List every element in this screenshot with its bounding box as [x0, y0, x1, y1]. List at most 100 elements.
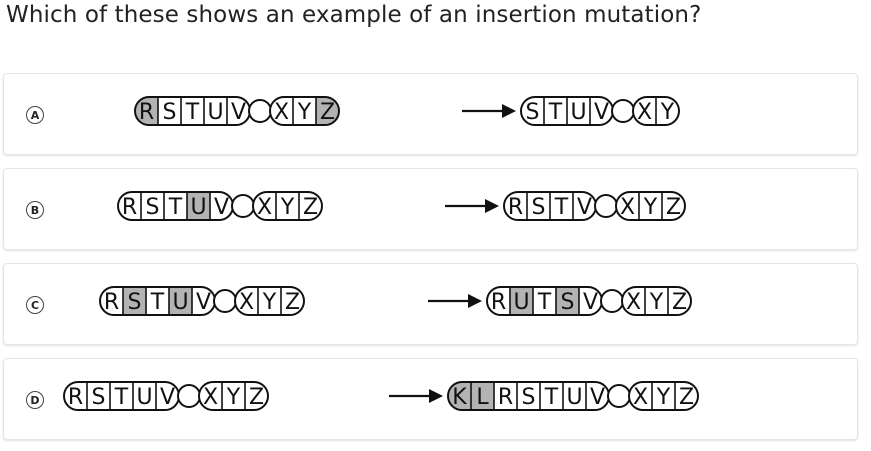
gene-letter: Y	[280, 195, 295, 220]
gene-cell	[563, 382, 586, 410]
gene-cell	[675, 382, 698, 410]
gene-cell	[253, 192, 276, 220]
gene-cell	[204, 97, 227, 125]
choice-letter-badge: B	[26, 201, 44, 219]
gene-letter: Z	[679, 385, 694, 410]
centromere	[177, 384, 201, 408]
centromere	[611, 99, 635, 123]
gene-letter: S	[561, 290, 575, 315]
gene-letter: U	[207, 100, 223, 125]
gene-letter: K	[452, 385, 467, 410]
gene-cell	[316, 97, 339, 125]
gene-letter: Z	[285, 290, 300, 315]
centromere	[594, 194, 618, 218]
gene-letter: Y	[643, 195, 658, 220]
gene-cell	[494, 382, 517, 410]
gene-letter: Z	[666, 195, 681, 220]
gene-cell	[299, 192, 322, 220]
gene-letter: V	[590, 385, 605, 410]
gene-letter: U	[172, 290, 188, 315]
arrow-icon	[389, 389, 443, 403]
gene-cell	[181, 97, 204, 125]
gene-letter: V	[160, 385, 175, 410]
gene-letter: X	[626, 290, 641, 315]
gene-letter: R	[508, 195, 523, 220]
gene-letter: Y	[262, 290, 277, 315]
gene-cell	[550, 192, 573, 220]
gene-cell	[504, 192, 527, 220]
chromosome-arm-outline	[269, 96, 340, 126]
gene-letter: V	[594, 100, 609, 125]
gene-cell	[487, 287, 510, 315]
gene-letter: Z	[303, 195, 318, 220]
gene-letter: V	[231, 100, 246, 125]
gene-cell	[556, 287, 579, 315]
gene-letter: R	[491, 290, 506, 315]
gene-letter: Z	[249, 385, 264, 410]
gene-letter: T	[185, 100, 200, 125]
choice-letter-badge: C	[26, 296, 44, 314]
gene-cell	[118, 192, 141, 220]
gene-letter: V	[196, 290, 211, 315]
gene-cell	[245, 382, 268, 410]
gene-letter: X	[274, 100, 289, 125]
gene-letter: X	[239, 290, 254, 315]
arrow-icon	[445, 199, 499, 213]
gene-cell	[668, 287, 691, 315]
gene-letter: U	[190, 195, 206, 220]
gene-letter: R	[122, 195, 137, 220]
gene-letter: T	[537, 290, 552, 315]
gene-cell	[270, 97, 293, 125]
gene-letter: V	[214, 195, 229, 220]
gene-letter: R	[68, 385, 83, 410]
gene-cell	[540, 382, 563, 410]
arrow-icon	[462, 104, 516, 118]
gene-letter: V	[583, 290, 598, 315]
gene-cell	[100, 287, 123, 315]
gene-cell	[64, 382, 87, 410]
chromosome-arm-outline	[628, 381, 699, 411]
gene-letter: T	[168, 195, 183, 220]
gene-letter: U	[136, 385, 152, 410]
gene-cell	[133, 382, 156, 410]
gene-letter: T	[548, 100, 563, 125]
gene-letter: X	[620, 195, 635, 220]
chromosome-arm-outline	[615, 191, 686, 221]
gene-letter: X	[637, 100, 652, 125]
gene-cell	[156, 382, 179, 410]
gene-letter: Z	[672, 290, 687, 315]
gene-letter: U	[566, 385, 582, 410]
gene-letter: Y	[297, 100, 312, 125]
gene-letter: S	[128, 290, 142, 315]
gene-cell	[123, 287, 146, 315]
gene-cell	[622, 287, 645, 315]
gene-cell	[158, 97, 181, 125]
gene-letter: S	[522, 385, 536, 410]
choice-letter-badge: D	[26, 391, 44, 409]
gene-letter: Y	[656, 385, 671, 410]
gene-cell	[633, 97, 656, 125]
gene-cell	[164, 192, 187, 220]
gene-letter: Y	[226, 385, 241, 410]
gene-cell	[448, 382, 471, 410]
gene-letter: R	[104, 290, 119, 315]
gene-cell	[573, 192, 596, 220]
gene-letter: U	[570, 100, 586, 125]
gene-letter: Z	[320, 100, 335, 125]
gene-letter: Y	[660, 100, 675, 125]
gene-cell	[110, 382, 133, 410]
gene-letter: X	[203, 385, 218, 410]
chromosome-arm-outline	[234, 286, 305, 316]
centromere	[213, 289, 237, 313]
gene-cell	[517, 382, 540, 410]
gene-cell	[281, 287, 304, 315]
